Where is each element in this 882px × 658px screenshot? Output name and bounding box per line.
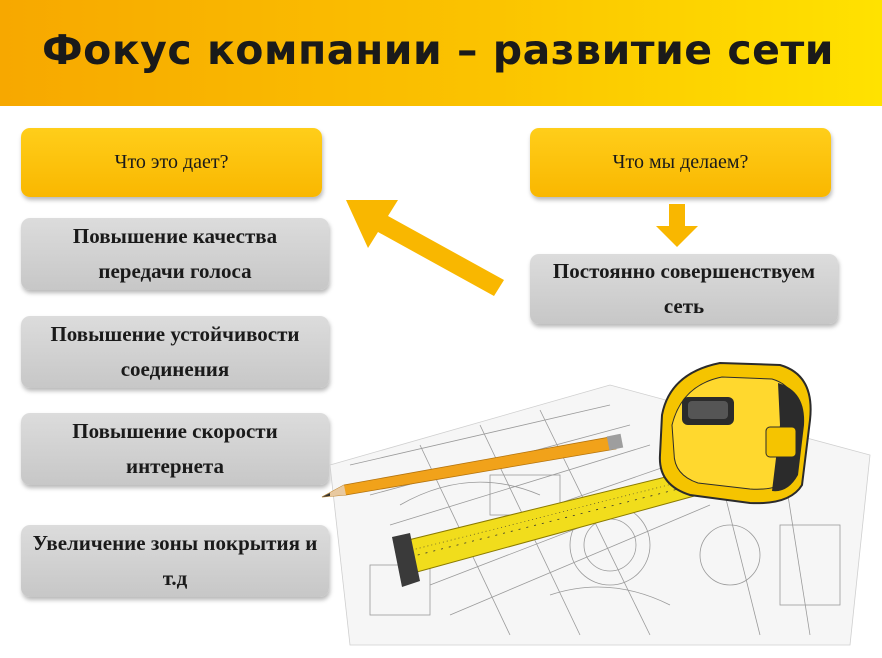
benefit-item-label: Повышение качества передачи голоса (72, 224, 278, 283)
tape-measure-pencil-blueprint-icon (321, 361, 871, 646)
benefits-heading-box: Что это дает? (21, 128, 322, 197)
tape-measure-body (658, 361, 812, 505)
tape-blade (392, 470, 699, 587)
benefit-item: Повышение устойчивости соединения (21, 316, 329, 388)
down-arrow-icon (656, 204, 698, 247)
benefits-heading-label: Что это дает? (114, 151, 229, 173)
diagonal-arrow-icon (346, 200, 504, 296)
benefit-item-label: Повышение устойчивости соединения (50, 322, 300, 381)
actions-heading-box: Что мы делаем? (530, 128, 831, 197)
benefit-item: Увеличение зоны покрытия и т.д (21, 525, 329, 597)
action-item: Постоянно совершенствуем сеть (530, 254, 838, 324)
benefit-item: Повышение скорости интернета (21, 413, 329, 485)
header-bar: Фокус компании – развитие сети (0, 0, 882, 106)
benefit-item-label: Повышение скорости интернета (72, 419, 278, 478)
pencil (321, 433, 624, 498)
benefit-item-label: Увеличение зоны покрытия и т.д (32, 531, 318, 590)
benefit-item: Повышение качества передачи голоса (21, 218, 329, 290)
actions-heading-label: Что мы делаем? (612, 151, 749, 173)
page-title: Фокус компании – развитие сети (42, 26, 834, 74)
action-item-label: Постоянно совершенствуем сеть (552, 259, 816, 318)
